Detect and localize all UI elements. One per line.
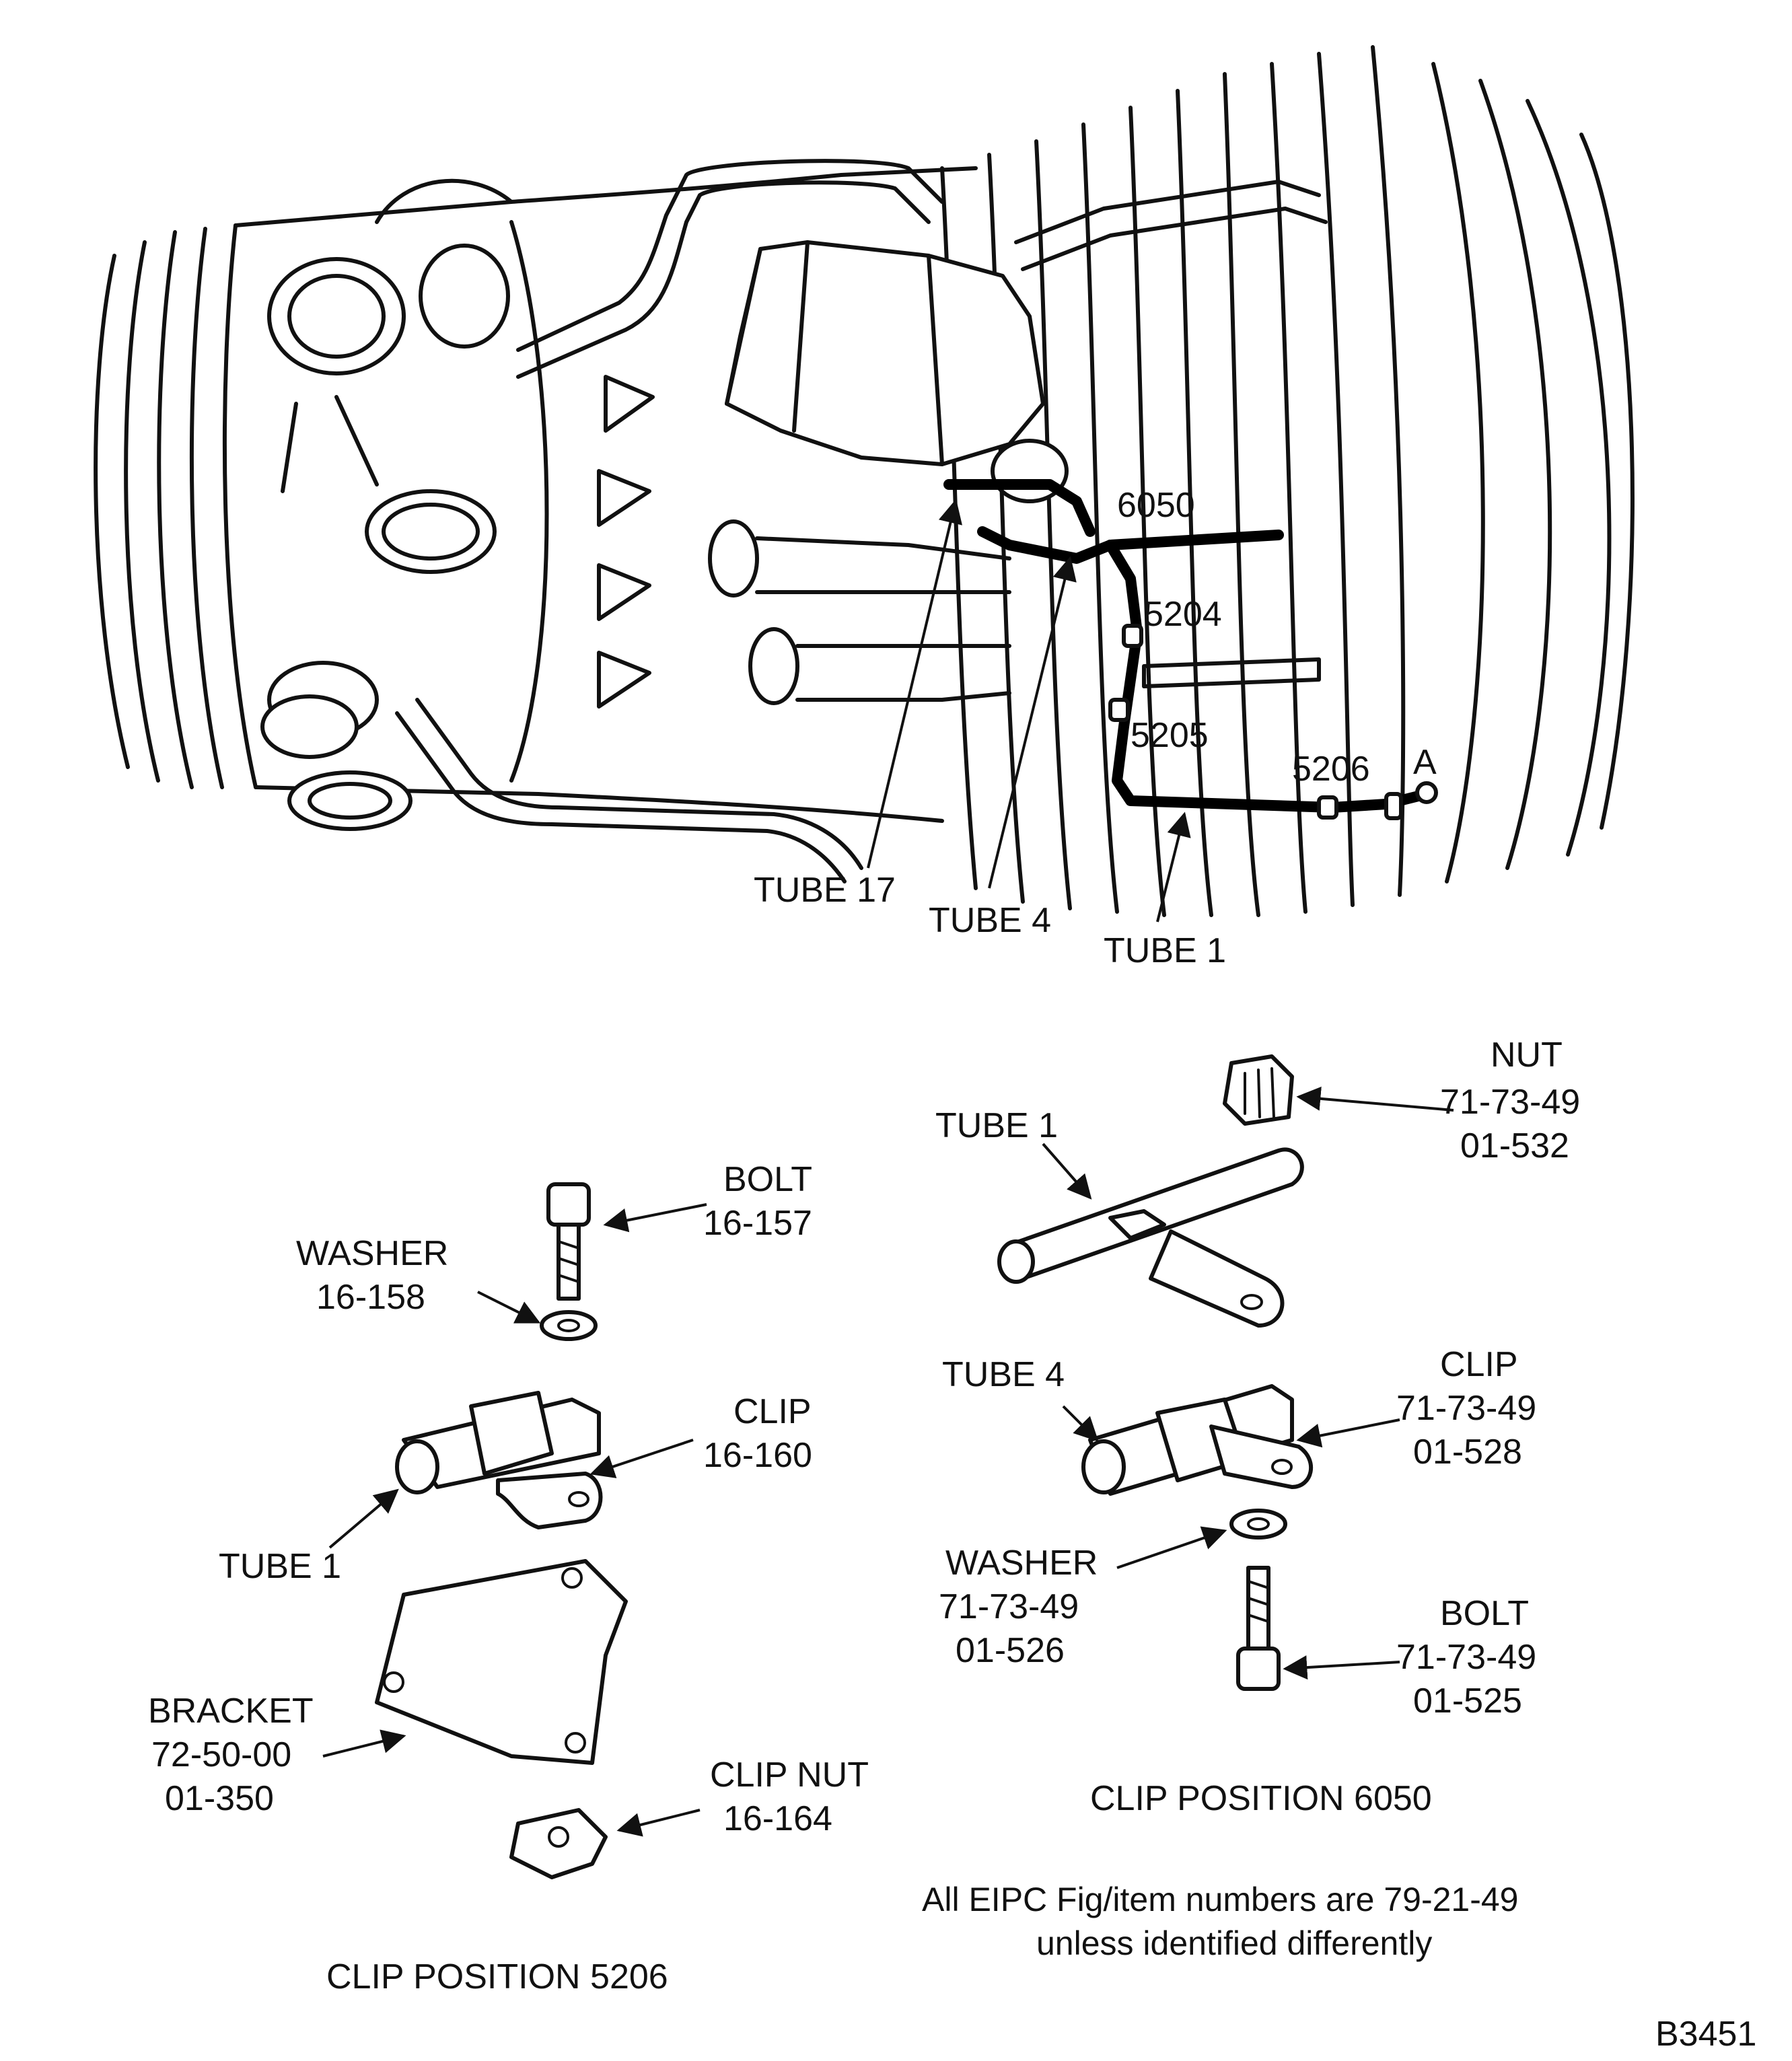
bracket-number-2: 01-350 xyxy=(165,1779,274,1818)
bolt-icon xyxy=(546,1182,591,1301)
bolt-6050-label: BOLT xyxy=(1440,1594,1529,1633)
clip-6050-icon xyxy=(1081,1384,1313,1496)
clip-number: 16-160 xyxy=(703,1436,812,1475)
nut-number-1: 71-73-49 xyxy=(1440,1083,1580,1122)
engine-illustration xyxy=(94,45,1635,917)
clip-icon xyxy=(395,1391,603,1529)
washer-icon xyxy=(540,1310,598,1341)
nut-number-2: 01-532 xyxy=(1460,1126,1569,1165)
clip-6050-number-2: 01-528 xyxy=(1413,1433,1522,1472)
tube-1-6050-leader xyxy=(1042,1143,1092,1200)
clip-nut-icon xyxy=(509,1808,608,1879)
tube-4-6050-label: TUBE 4 xyxy=(942,1355,1065,1394)
bolt-6050-leader xyxy=(1283,1655,1400,1680)
clip-position-6050-label: 6050 xyxy=(1117,486,1195,525)
bracket-leader xyxy=(322,1729,406,1758)
tube-stubs xyxy=(708,519,1011,705)
bolt-label: BOLT xyxy=(723,1160,812,1199)
tube-4-6050-leader xyxy=(1062,1405,1099,1442)
washer-leader xyxy=(477,1291,541,1324)
washer-6050-number-1: 71-73-49 xyxy=(939,1587,1079,1626)
tube-routes xyxy=(943,479,1438,820)
nut-icon xyxy=(1223,1054,1294,1126)
bracket-icon xyxy=(375,1559,628,1765)
washer-6050-number-2: 01-526 xyxy=(956,1631,1065,1670)
bracket-number-1: 72-50-00 xyxy=(151,1735,291,1774)
nut-label: NUT xyxy=(1491,1036,1563,1075)
clip-position-5206-title: CLIP POSITION 5206 xyxy=(326,1957,668,1996)
clip-position-6050-title: CLIP POSITION 6050 xyxy=(1090,1779,1432,1818)
vent-shapes xyxy=(597,375,655,709)
clip-position-5206-label: 5206 xyxy=(1292,750,1370,789)
detail-clip-position-6050: NUT 71-73-49 01-532 TUBE 1 TUBE 4 CLIP 7… xyxy=(935,1036,1580,1818)
tube-17-leader xyxy=(867,499,962,869)
tube-17-label: TUBE 17 xyxy=(754,871,896,910)
tube-4-leader xyxy=(988,556,1077,889)
detail-clip-position-5206: BOLT 16-157 WASHER 16-158 CLIP 16-160 TU… xyxy=(148,1160,869,1996)
bolt-6050-number-2: 01-525 xyxy=(1413,1682,1522,1721)
clip-6050-leader xyxy=(1296,1418,1400,1448)
point-a-label: A xyxy=(1413,743,1437,782)
clip-6050-number-1: 71-73-49 xyxy=(1396,1389,1536,1428)
tube-1-leader xyxy=(1156,811,1191,923)
lower-tube xyxy=(415,698,863,870)
tube-1-detail-label: TUBE 1 xyxy=(219,1547,341,1586)
clip-position-5205-label: 5205 xyxy=(1131,716,1209,755)
inlet-rings xyxy=(94,223,258,789)
figure-id: B3451 xyxy=(1655,2015,1756,2054)
tube-1-6050-label: TUBE 1 xyxy=(935,1106,1058,1145)
tube-4-label: TUBE 4 xyxy=(929,901,1051,940)
cooling-duct xyxy=(516,159,944,352)
bolt-6050-icon xyxy=(1236,1566,1281,1691)
washer-number: 16-158 xyxy=(316,1278,425,1317)
tube-1-label: TUBE 1 xyxy=(1104,931,1226,970)
engine-casing xyxy=(234,166,978,823)
bolt-6050-number-1: 71-73-49 xyxy=(1396,1638,1536,1677)
tube-1-route xyxy=(1105,540,1432,813)
strap-brackets xyxy=(1014,180,1328,688)
tube-1-detail-leader xyxy=(328,1488,399,1549)
tube-17-route xyxy=(943,479,1096,537)
washer-6050-icon xyxy=(1229,1509,1287,1540)
nut-leader xyxy=(1296,1086,1454,1112)
washer-label: WASHER xyxy=(296,1234,448,1273)
housing-block xyxy=(725,240,1069,503)
bolt-number: 16-157 xyxy=(703,1204,812,1243)
note-line-2: unless identified differently xyxy=(1036,1924,1432,1962)
clip-label: CLIP xyxy=(733,1392,812,1431)
lower-ports xyxy=(260,661,413,831)
tube-1-clip-icon xyxy=(997,1147,1304,1328)
clip-leader xyxy=(589,1439,694,1478)
tube-4-route xyxy=(977,526,1116,564)
clip-nut-leader xyxy=(616,1809,701,1837)
clip-nut-number: 16-164 xyxy=(723,1799,832,1838)
clip-6050-label: CLIP xyxy=(1440,1345,1518,1384)
washer-6050-label: WASHER xyxy=(945,1544,1098,1583)
elbow-pipes xyxy=(267,178,513,574)
washer-6050-leader xyxy=(1116,1526,1227,1569)
bracket-label: BRACKET xyxy=(148,1692,314,1731)
clip-position-5204-label: 5204 xyxy=(1144,595,1222,634)
main-view-leaders xyxy=(867,499,1191,923)
note-line-1: All EIPC Fig/item numbers are 79-21-49 xyxy=(922,1881,1518,1918)
bolt-leader xyxy=(603,1203,707,1233)
clip-nut-label: CLIP NUT xyxy=(710,1756,869,1795)
tube-6050-route xyxy=(1105,530,1284,550)
